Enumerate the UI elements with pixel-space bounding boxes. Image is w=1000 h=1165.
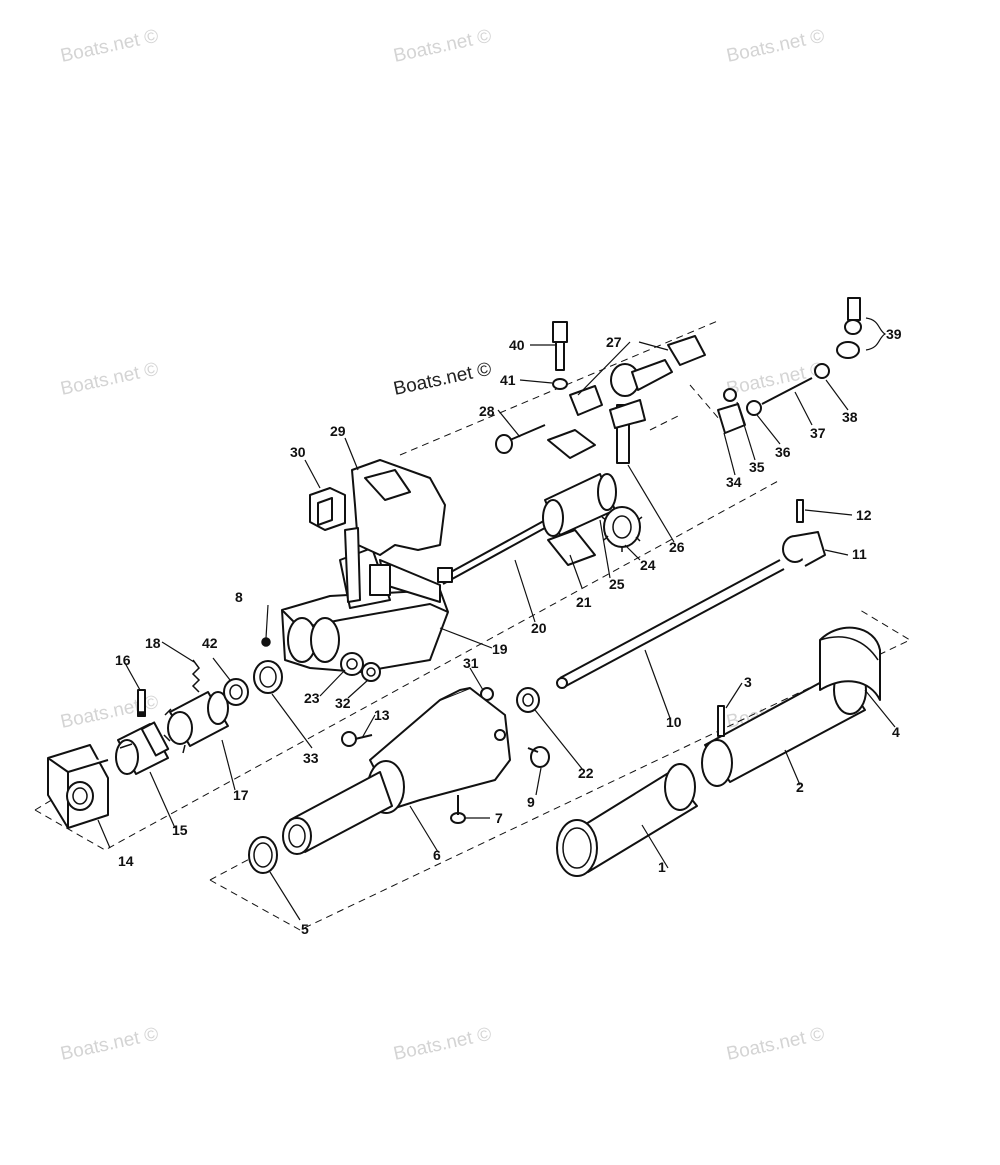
callout-22: 22 xyxy=(578,765,594,781)
callout-labels: 1 2 3 4 5 6 7 8 9 10 11 12 13 14 15 16 1… xyxy=(115,326,902,937)
callout-2: 2 xyxy=(796,779,804,795)
assembly-lines xyxy=(34,319,912,931)
center-watermark: Boats.net © xyxy=(392,359,494,400)
watermark-layer: Boats.net © Boats.net © Boats.net © Boat… xyxy=(59,26,827,1065)
part-36-nut xyxy=(746,400,762,416)
part-42-spacer xyxy=(223,678,249,706)
callout-3: 3 xyxy=(744,674,752,690)
callout-38: 38 xyxy=(842,409,858,425)
watermark: Boats.net © xyxy=(392,26,494,67)
callout-34: 34 xyxy=(726,474,742,490)
callout-6: 6 xyxy=(433,847,441,863)
part-21-clamp-halves xyxy=(547,429,596,566)
watermark: Boats.net © xyxy=(392,1024,494,1065)
part-16-pin xyxy=(137,689,146,717)
part-17-bushing xyxy=(163,691,229,754)
callout-4: 4 xyxy=(892,724,900,740)
callout-33: 33 xyxy=(303,750,319,766)
callout-11: 11 xyxy=(852,546,867,562)
callout-37: 37 xyxy=(810,425,826,441)
part-20-shaft xyxy=(437,511,564,585)
part-29-upper-bracket xyxy=(344,459,446,603)
part-27-bracket xyxy=(569,335,706,416)
part-14-plate xyxy=(47,744,109,829)
callout-5: 5 xyxy=(301,921,309,937)
part-7-screw xyxy=(450,795,466,824)
part-37-rod xyxy=(761,377,813,405)
part-15-coupling xyxy=(115,721,170,775)
part-9-pin xyxy=(527,746,550,768)
part-40-bolt xyxy=(552,321,568,371)
part-11-collar xyxy=(782,531,826,567)
callout-8: 8 xyxy=(235,589,243,605)
part-8-screw xyxy=(261,637,271,647)
part-33-washer xyxy=(253,660,283,694)
part-2-tube xyxy=(701,665,867,787)
part-12-pin xyxy=(796,499,804,523)
callout-24: 24 xyxy=(640,557,656,573)
callout-36: 36 xyxy=(775,444,791,460)
callout-14: 14 xyxy=(118,853,134,869)
part-35-screw xyxy=(723,388,737,402)
callout-15: 15 xyxy=(172,822,188,838)
part-6-housing xyxy=(282,687,511,855)
part-1-tube xyxy=(556,763,698,877)
part-18-spring xyxy=(191,659,201,693)
part-32-washer xyxy=(361,662,381,682)
callout-35: 35 xyxy=(749,459,765,475)
callout-13: 13 xyxy=(374,707,390,723)
watermark: Boats.net © xyxy=(59,26,161,67)
callout-27: 27 xyxy=(606,334,622,350)
callout-16: 16 xyxy=(115,652,131,668)
callout-32: 32 xyxy=(335,695,351,711)
part-24-bevel-gear xyxy=(601,506,643,552)
watermark: Boats.net © xyxy=(725,26,827,67)
callout-18: 18 xyxy=(145,635,161,651)
part-4-shell xyxy=(819,626,881,701)
part-13-screw xyxy=(341,731,373,747)
watermark: Boats.net © xyxy=(59,359,161,400)
part-10-shaft xyxy=(556,559,785,689)
callout-20: 20 xyxy=(531,620,547,636)
part-38-nut xyxy=(814,363,830,379)
part-41-washer xyxy=(552,378,568,390)
part-30-clamp xyxy=(309,487,346,531)
callout-31: 31 xyxy=(463,655,479,671)
callout-7: 7 xyxy=(495,810,503,826)
callout-9: 9 xyxy=(527,794,535,810)
watermark: Boats.net © xyxy=(725,1024,827,1065)
part-22-bushing xyxy=(516,687,540,713)
callout-28: 28 xyxy=(479,403,495,419)
part-28-bolt xyxy=(495,424,546,454)
callout-29: 29 xyxy=(330,423,346,439)
callout-1: 1 xyxy=(658,859,666,875)
callout-21: 21 xyxy=(576,594,592,610)
callout-17: 17 xyxy=(233,787,249,803)
part-39-ball-joint xyxy=(836,297,862,359)
callout-25: 25 xyxy=(609,576,625,592)
callout-19: 19 xyxy=(492,641,508,657)
callout-42: 42 xyxy=(202,635,218,651)
callout-26: 26 xyxy=(669,539,685,555)
callout-39: 39 xyxy=(886,326,902,342)
watermark: Boats.net © xyxy=(59,1024,161,1065)
part-3-pin xyxy=(717,705,725,737)
callout-41: 41 xyxy=(500,372,516,388)
callout-10: 10 xyxy=(666,714,682,730)
part-23-nut xyxy=(340,652,364,676)
callout-30: 30 xyxy=(290,444,306,460)
callout-40: 40 xyxy=(509,337,525,353)
leader-lines xyxy=(97,317,896,921)
callout-23: 23 xyxy=(304,690,320,706)
part-5-seal xyxy=(248,836,278,874)
part-34-trunnion xyxy=(717,403,746,434)
callout-12: 12 xyxy=(856,507,872,523)
part-19-swivel-bracket xyxy=(281,547,449,673)
part-26-shift-lever xyxy=(609,359,673,464)
